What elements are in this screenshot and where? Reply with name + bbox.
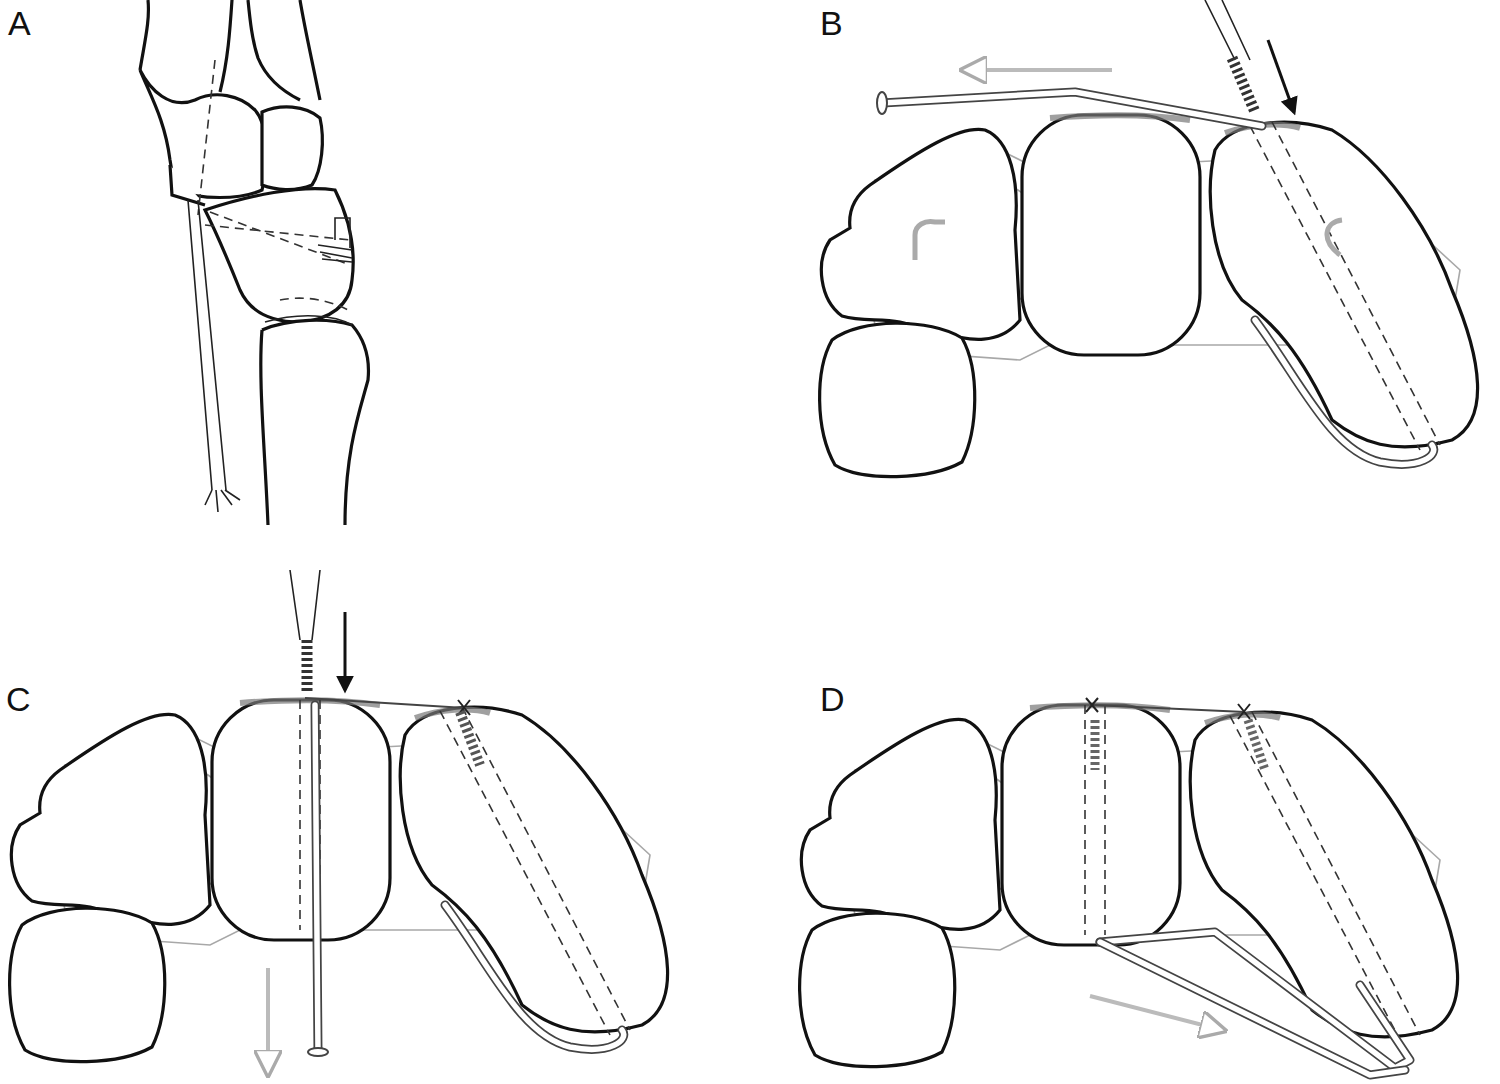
panel-letter: C [6, 682, 31, 716]
panel-letter: D [820, 682, 845, 716]
wrist-lateral-view [140, 0, 368, 525]
panel-letter: B [820, 6, 843, 40]
carpal-step-d [800, 698, 1458, 1075]
carpal-step-c [10, 570, 668, 1072]
carpal-step-b [820, 0, 1478, 477]
panel-letter: A [8, 6, 31, 40]
